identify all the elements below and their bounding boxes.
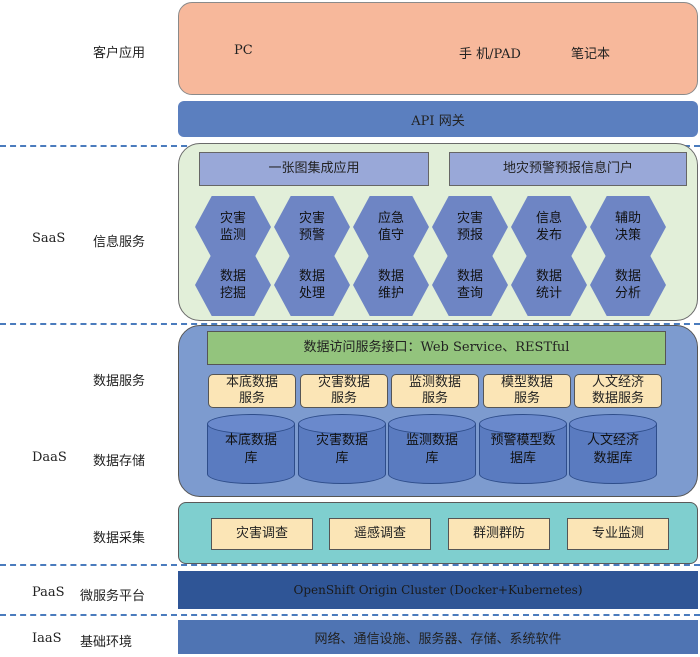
database-label: 预警模型数 据库: [490, 433, 556, 466]
label-iaas: IaaS: [32, 631, 62, 646]
database-label: 监测数据 库: [405, 433, 458, 466]
service-hexagon: 数据 维护: [353, 254, 429, 316]
collection-method-box: 灾害调查: [211, 518, 313, 550]
data-service-box: 本底数据 服务: [208, 374, 296, 408]
one-map-app-box: 一张图集成应用: [199, 152, 429, 186]
database-cylinder: 预警模型数 据库: [479, 414, 567, 484]
label-saas: SaaS: [32, 231, 66, 246]
service-hexagon: 灾害 预报: [432, 196, 508, 258]
service-hexagon: 数据 统计: [511, 254, 587, 316]
data-service-box: 灾害数据 服务: [300, 374, 388, 408]
label-info-service: 信息服务: [93, 235, 146, 250]
client-pc: PC: [234, 43, 253, 58]
label-client-app: 客户应用: [93, 46, 146, 61]
collection-method-box: 专业监测: [567, 518, 669, 550]
client-app-layer: PC 手 机/PAD 笔记本: [178, 2, 698, 95]
label-data-collection: 数据采集: [93, 531, 146, 546]
label-daas: DaaS: [32, 450, 67, 465]
label-microservice-platform: 微服务平台: [80, 589, 146, 604]
service-hexagon: 信息 发布: [511, 196, 587, 258]
separator-line: [0, 614, 700, 616]
daas-panel: 数据访问服务接口：Web Service、RESTful 本底数据 服务灾害数据…: [178, 325, 698, 497]
database-label: 灾害数据 库: [315, 433, 368, 466]
label-paas: PaaS: [32, 585, 65, 600]
service-hexagon: 数据 分析: [590, 254, 666, 316]
saas-panel: 一张图集成应用 地灾预警预报信息门户 灾害 监测灾害 预警应急 值守灾害 预报信…: [178, 143, 698, 321]
service-hexagon: 数据 挖掘: [195, 254, 271, 316]
separator-line: [0, 323, 700, 325]
service-hexagon: 数据 查询: [432, 254, 508, 316]
service-hexagon: 灾害 监测: [195, 196, 271, 258]
api-gateway-bar: API 网关: [178, 101, 698, 137]
service-hexagon: 应急 值守: [353, 196, 429, 258]
data-collection-layer: 灾害调查遥感调查群测群防专业监测: [178, 502, 698, 564]
database-cylinder: 监测数据 库: [388, 414, 476, 484]
collection-method-box: 群测群防: [448, 518, 550, 550]
service-hexagon: 灾害 预警: [274, 196, 350, 258]
database-label: 人文经济 数据库: [586, 433, 639, 466]
warning-portal-box: 地灾预警预报信息门户: [449, 152, 687, 186]
data-service-box: 监测数据 服务: [391, 374, 479, 408]
database-cylinder: 人文经济 数据库: [569, 414, 657, 484]
database-cylinder: 灾害数据 库: [298, 414, 386, 484]
separator-line: [0, 564, 700, 566]
paas-bar: OpenShift Origin Cluster (Docker+Kuberne…: [178, 571, 698, 609]
label-infrastructure: 基础环境: [80, 635, 133, 650]
data-access-interface-bar: 数据访问服务接口：Web Service、RESTful: [207, 331, 666, 365]
database-cylinder: 本底数据 库: [207, 414, 295, 484]
label-data-service: 数据服务: [93, 374, 146, 389]
collection-method-box: 遥感调查: [329, 518, 431, 550]
service-hexagon: 辅助 决策: [590, 196, 666, 258]
iaas-bar: 网络、通信设施、服务器、存储、系统软件: [178, 620, 698, 654]
client-laptop: 笔记本: [571, 47, 611, 62]
service-hexagon: 数据 处理: [274, 254, 350, 316]
database-label: 本底数据 库: [224, 433, 277, 466]
client-mobile: 手 机/PAD: [459, 47, 521, 62]
data-service-box: 人文经济 数据服务: [574, 374, 662, 408]
label-data-storage: 数据存储: [93, 454, 146, 469]
data-service-box: 模型数据 服务: [483, 374, 571, 408]
